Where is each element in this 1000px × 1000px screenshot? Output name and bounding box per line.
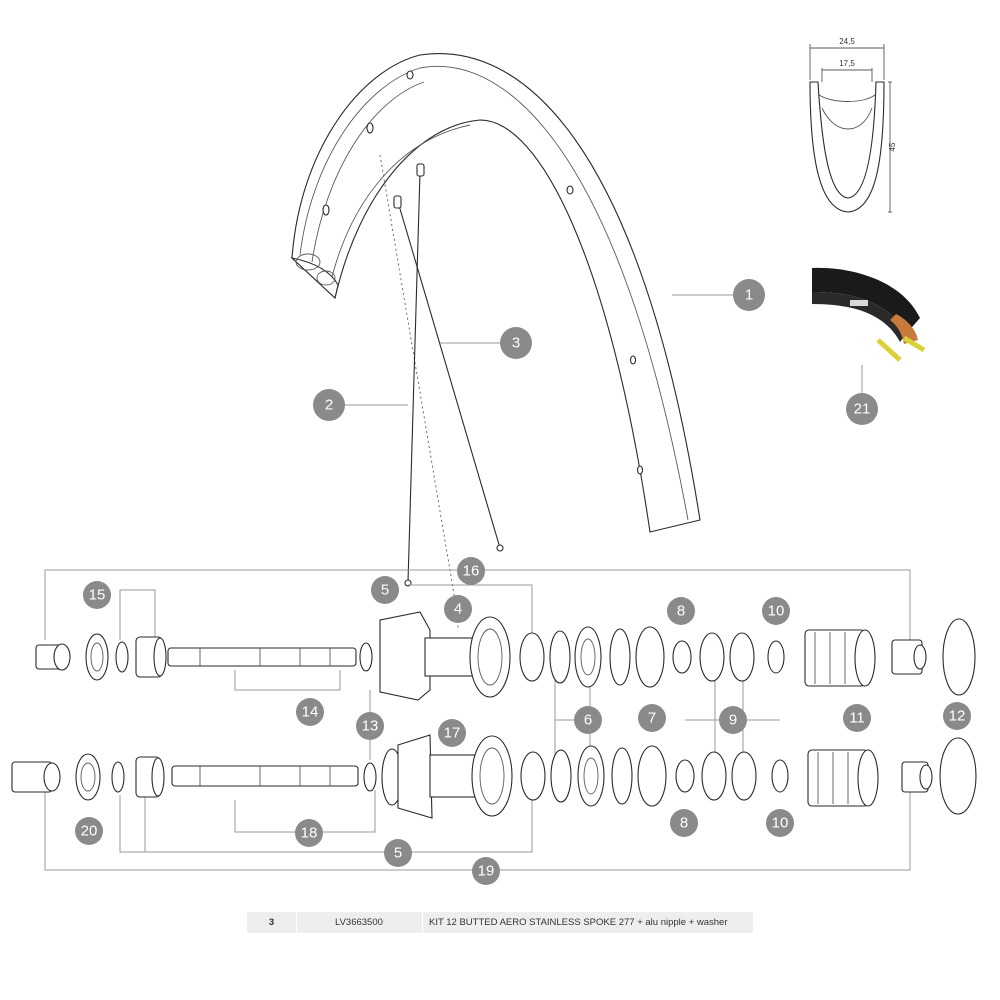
callout-5-bottom: 5: [384, 839, 412, 867]
svg-text:7: 7: [648, 710, 656, 727]
svg-text:2: 2: [325, 397, 333, 414]
svg-text:13: 13: [362, 718, 379, 735]
callout-21: 21: [846, 393, 878, 425]
callout-17: 17: [438, 719, 466, 747]
callout-10-top: 10: [762, 597, 790, 625]
svg-text:10: 10: [772, 815, 789, 832]
svg-text:19: 19: [478, 863, 495, 880]
svg-text:8: 8: [680, 815, 688, 832]
svg-text:1: 1: [745, 287, 753, 304]
svg-text:15: 15: [89, 587, 106, 604]
svg-text:5: 5: [381, 582, 389, 599]
svg-text:9: 9: [729, 712, 737, 729]
callout-9: 9: [719, 706, 747, 734]
part-ref: 3: [247, 912, 297, 933]
svg-text:14: 14: [302, 704, 319, 721]
svg-text:11: 11: [849, 710, 865, 727]
svg-text:8: 8: [677, 603, 685, 620]
callout-5-top: 5: [371, 576, 399, 604]
callout-4: 4: [444, 595, 472, 623]
svg-text:4: 4: [454, 601, 462, 618]
callout-11: 11: [843, 704, 871, 732]
rim-outer-width: 24,5: [839, 37, 855, 46]
parts-table-row: 3 LV3663500 KIT 12 BUTTED AERO STAINLESS…: [247, 912, 753, 933]
callout-16: 16: [457, 557, 485, 585]
tire: [812, 267, 926, 362]
callout-15: 15: [83, 581, 111, 609]
part-code: LV3663500: [297, 912, 423, 933]
callout-8-top: 8: [667, 597, 695, 625]
callout-18: 18: [295, 819, 323, 847]
svg-text:20: 20: [81, 823, 98, 840]
rim-height: 45: [888, 142, 897, 151]
svg-text:5: 5: [394, 845, 402, 862]
callout-10-bottom: 10: [766, 809, 794, 837]
svg-text:16: 16: [463, 563, 480, 580]
callout-14: 14: [296, 698, 324, 726]
callout-1: 1: [733, 279, 765, 311]
callout-19: 19: [472, 857, 500, 885]
rim-inner-width: 17,5: [839, 59, 855, 68]
callout-12: 12: [943, 702, 971, 730]
part-description: KIT 12 BUTTED AERO STAINLESS SPOKE 277 +…: [429, 917, 728, 928]
svg-text:12: 12: [949, 708, 966, 725]
svg-text:21: 21: [854, 401, 871, 418]
hub-assembly: [11, 569, 977, 871]
callout-6: 6: [574, 706, 602, 734]
callout-20: 20: [75, 817, 103, 845]
callout-2: 2: [313, 389, 345, 421]
svg-text:6: 6: [584, 712, 592, 729]
rim: [290, 53, 701, 601]
callout-7: 7: [638, 704, 666, 732]
callout-8-bottom: 8: [670, 809, 698, 837]
svg-text:18: 18: [301, 825, 318, 842]
callout-13: 13: [356, 712, 384, 740]
svg-text:17: 17: [444, 725, 461, 742]
leader-lines: [345, 294, 863, 628]
spokes: [393, 163, 504, 587]
rim-profile-drawing: 24,5 17,5 45: [809, 37, 897, 213]
svg-text:10: 10: [768, 603, 785, 620]
svg-text:3: 3: [512, 335, 520, 352]
callout-3: 3: [500, 327, 532, 359]
